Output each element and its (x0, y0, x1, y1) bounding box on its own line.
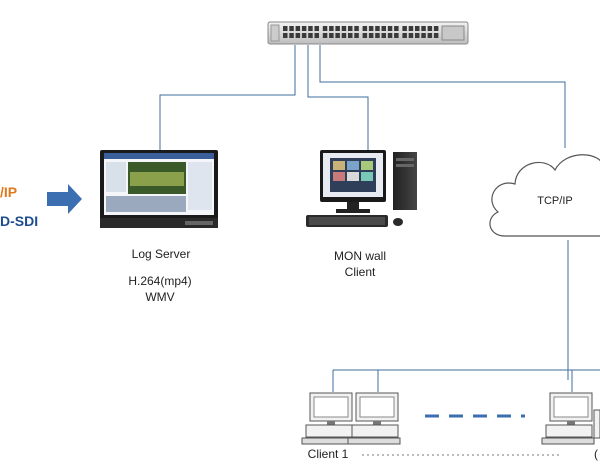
switch-port (415, 33, 420, 38)
switch-port (308, 33, 313, 38)
switch-port (362, 26, 368, 31)
switch-port (301, 26, 307, 31)
switch-port (329, 33, 334, 38)
switch-port (322, 26, 328, 31)
client-last-label: ( (594, 447, 598, 461)
switch-port (433, 33, 439, 38)
client-1-label: Client 1 (307, 447, 349, 461)
tcp-ip-label: TCP/IP (537, 195, 573, 207)
switch-port (335, 26, 340, 31)
switch-port (289, 33, 294, 38)
switch-port (408, 26, 414, 31)
switch-port (289, 26, 294, 31)
switch-port (415, 26, 420, 31)
switch-port (322, 33, 328, 38)
switch-port (394, 33, 399, 38)
log-server-format-mp4: H.264(mp4) (128, 274, 192, 288)
switch-port (368, 33, 374, 38)
client-n-icon (541, 392, 595, 445)
log-server-label: Log Server (131, 247, 191, 261)
client-1-icon (301, 392, 355, 445)
mon-wall-label: MON wall (333, 249, 386, 263)
switch-port (341, 33, 347, 38)
input-ip-label: /IP (0, 184, 18, 200)
switch-port (421, 26, 426, 31)
switch-port (427, 26, 433, 31)
switch-port (341, 26, 347, 31)
switch-port (368, 26, 374, 31)
switch-port (283, 26, 288, 31)
switch-port (387, 33, 393, 38)
switch-port (433, 26, 439, 31)
switch-port (375, 33, 380, 38)
switch-port (408, 33, 414, 38)
switch-port (348, 33, 353, 38)
switch-port (402, 33, 407, 38)
switch-port (354, 33, 359, 38)
network-switch (267, 21, 469, 45)
switch-port (421, 33, 426, 38)
input-sdi-label: D-SDI (0, 213, 39, 229)
link-switch-cloud (319, 45, 566, 148)
switch-port (427, 33, 433, 38)
mon-wall-client-icon (306, 150, 417, 227)
client-partial-icon (593, 409, 600, 439)
client-2-icon (347, 392, 401, 445)
switch-port (295, 33, 301, 38)
log-server-format-wmv: WMV (145, 290, 175, 304)
switch-port (394, 26, 399, 31)
input-arrow (47, 184, 82, 214)
link-switch-logserver (159, 45, 296, 150)
switch-port (362, 33, 368, 38)
log-server-icon (100, 150, 218, 228)
switch-port (387, 26, 393, 31)
switch-port (354, 26, 359, 31)
switch-port (375, 26, 380, 31)
switch-port (314, 33, 319, 38)
connection-lines (159, 45, 600, 392)
switch-port (314, 26, 319, 31)
switch-port (283, 33, 288, 38)
switch-port (301, 33, 307, 38)
switch-port (329, 26, 334, 31)
switch-port (308, 26, 313, 31)
switch-port (348, 26, 353, 31)
switch-port (381, 33, 386, 38)
switch-port (295, 26, 301, 31)
switch-port (402, 26, 407, 31)
mon-wall-client-label: Client (344, 265, 376, 279)
switch-port (381, 26, 386, 31)
link-switch-monwall (307, 45, 369, 152)
switch-port (335, 33, 340, 38)
tcp-ip-cloud-icon (489, 154, 600, 237)
